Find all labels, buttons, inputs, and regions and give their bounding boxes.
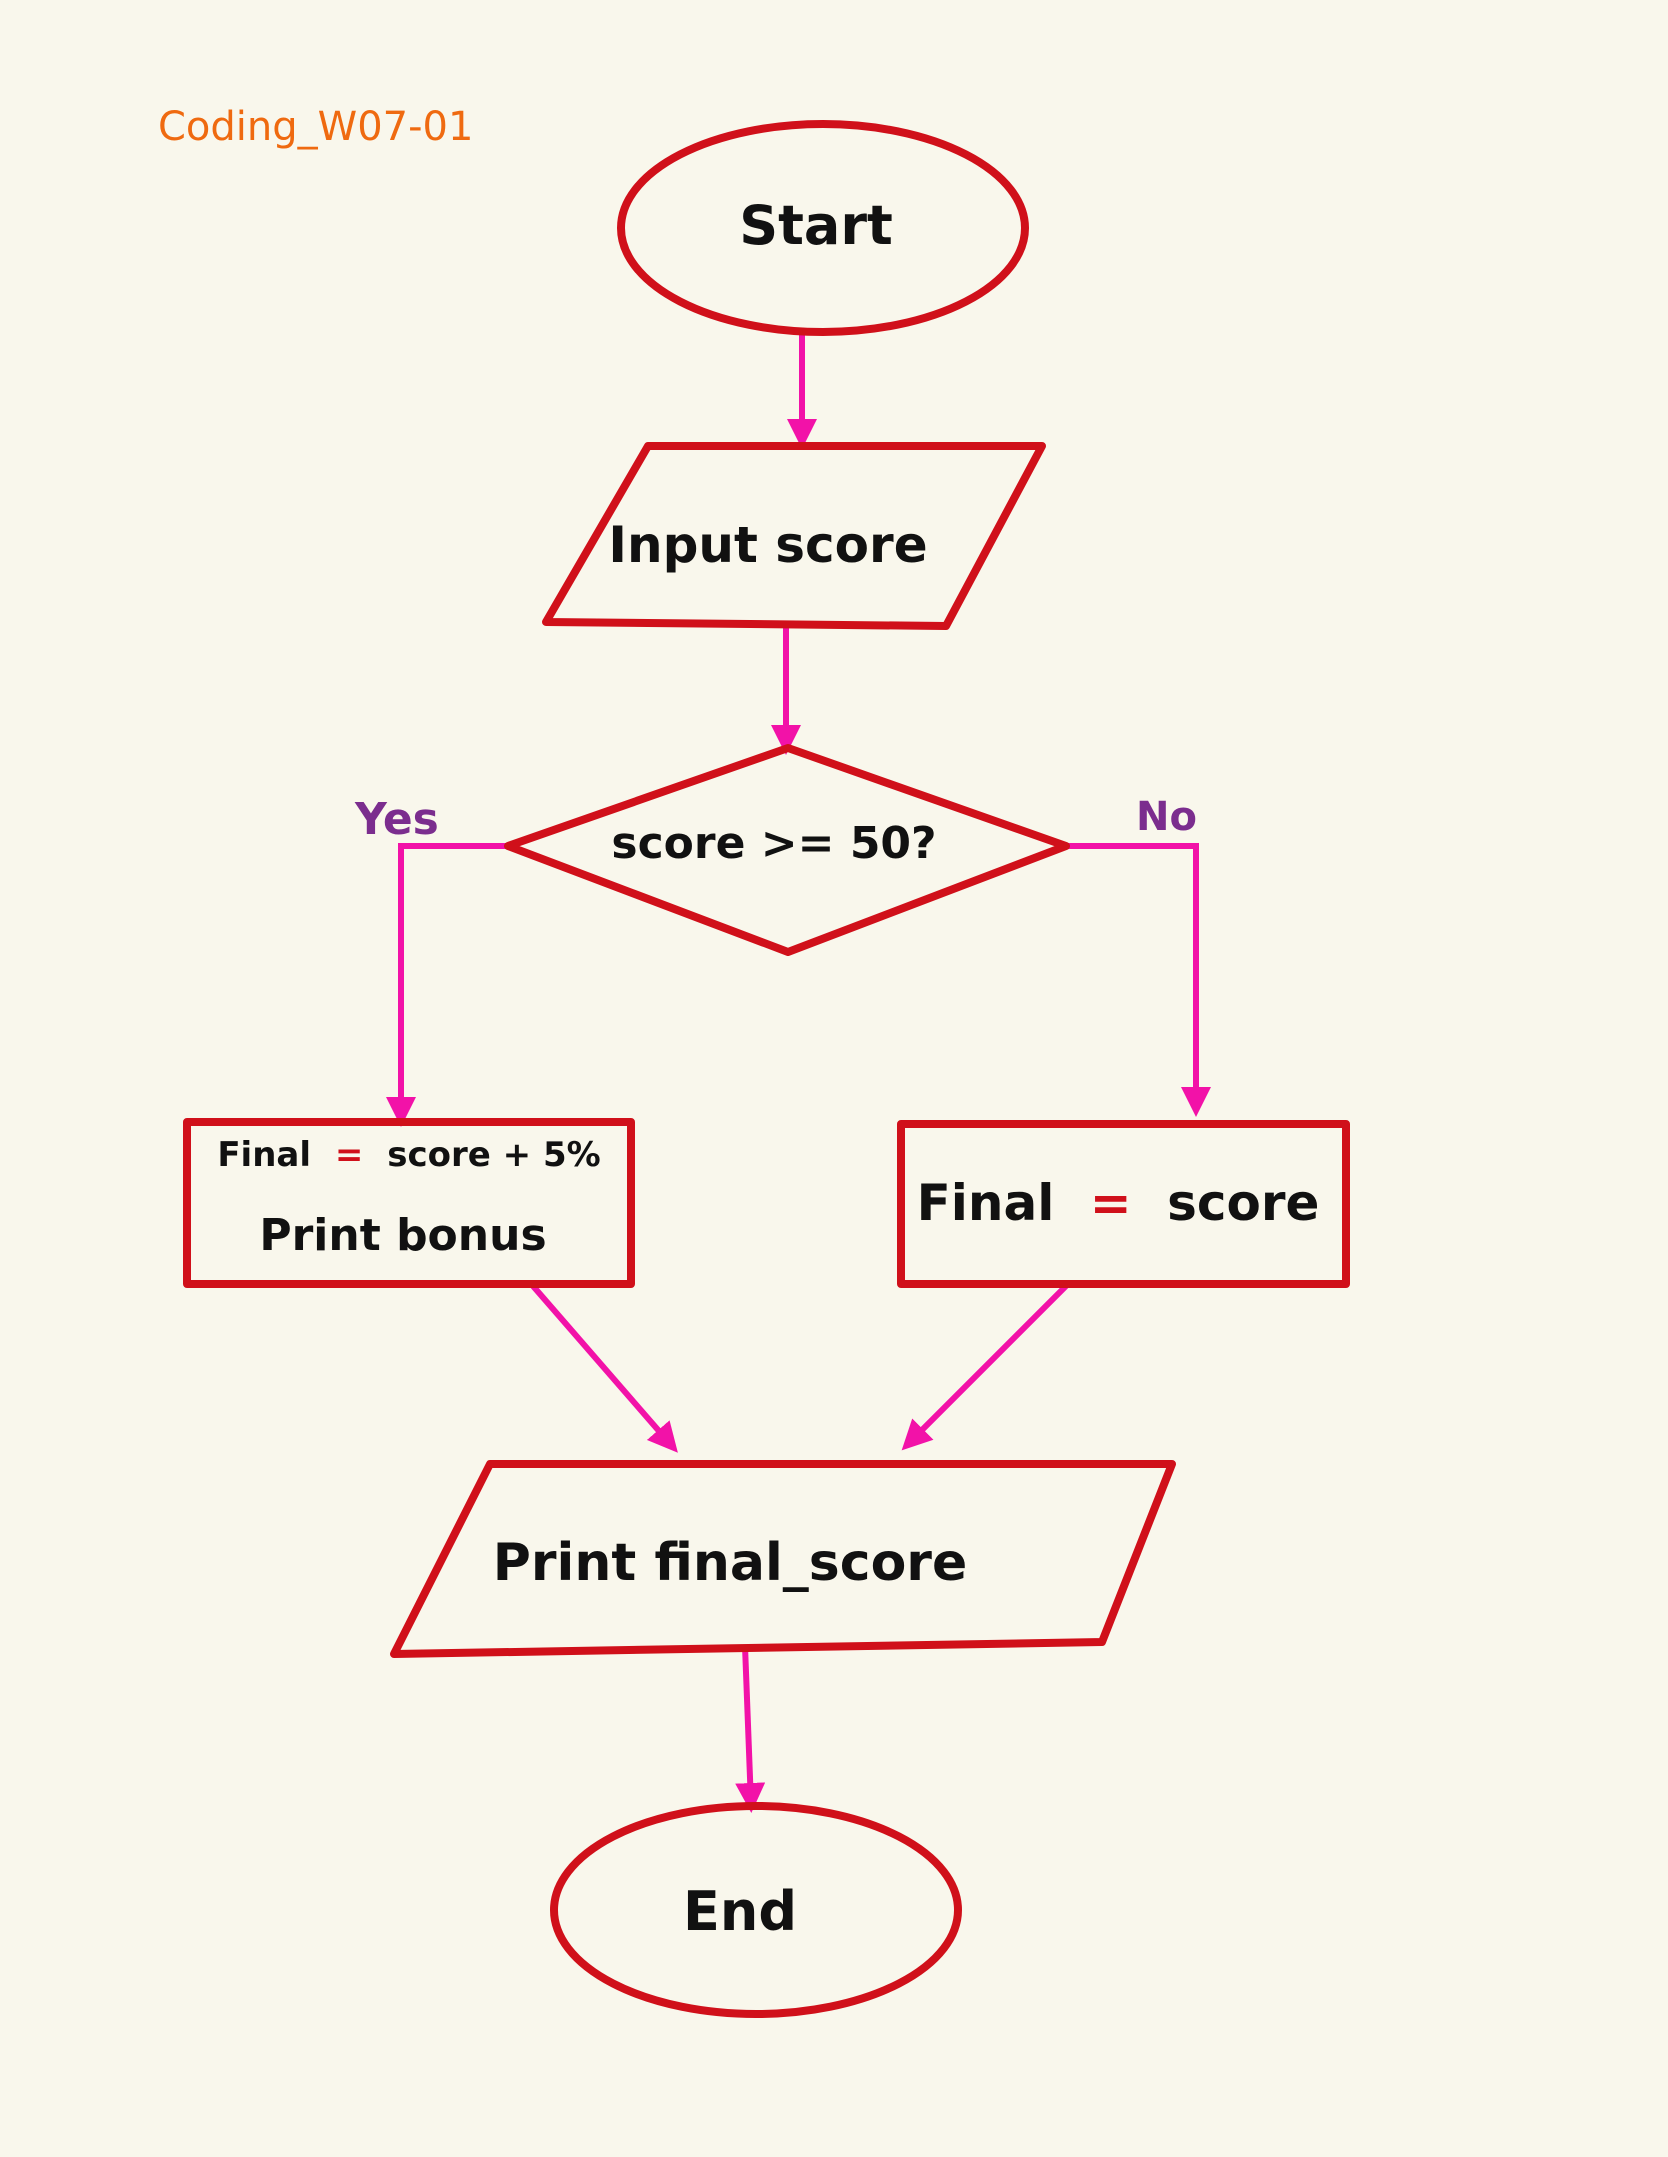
no-score-word: score	[1167, 1174, 1319, 1232]
decision-diamond	[504, 744, 1070, 956]
no-label: No	[1136, 794, 1197, 840]
yes-equals-sign: =	[335, 1135, 364, 1175]
end-label: End	[683, 1880, 797, 1943]
input-label: Input score	[608, 516, 927, 574]
input-parallelogram	[542, 442, 1046, 630]
start-terminal	[617, 120, 1029, 336]
yes-process-line1: Final = score + 5%	[217, 1135, 600, 1175]
yes-process-line2: Print bonus	[259, 1210, 546, 1261]
connectors	[386, 332, 1211, 1813]
arrow-no-to-output	[901, 1281, 1071, 1451]
arrow-yes-branch	[386, 843, 508, 1127]
end-terminal	[550, 1802, 962, 2018]
start-label: Start	[739, 194, 893, 257]
shapes	[183, 120, 1350, 2018]
arrow-no-branch	[1066, 843, 1211, 1117]
no-process-label: Final = score	[917, 1174, 1320, 1232]
yes-process-box	[183, 1118, 635, 1288]
no-equals-sign: =	[1090, 1174, 1132, 1232]
yes-label: Yes	[354, 794, 439, 845]
output-parallelogram	[390, 1460, 1176, 1658]
arrow-yes-to-output	[530, 1284, 678, 1453]
arrow-output-to-end	[735, 1645, 766, 1813]
yes-final-word: Final	[217, 1135, 311, 1175]
yes-expression: score + 5%	[387, 1135, 600, 1175]
output-label: Print final_score	[493, 1533, 967, 1593]
no-final-word: Final	[917, 1174, 1055, 1232]
decision-label: score >= 50?	[611, 818, 936, 869]
document-tag: Coding_W07-01	[158, 104, 473, 150]
no-process-box	[897, 1120, 1350, 1288]
